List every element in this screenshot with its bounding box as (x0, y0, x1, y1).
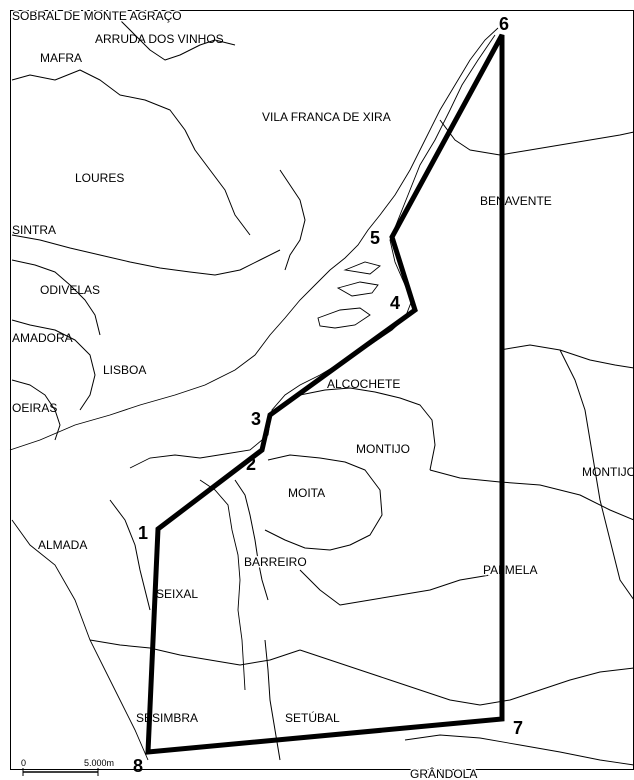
label-vila-franca: VILA FRANCA DE XIRA (262, 110, 391, 124)
border-sintra-odivelas (11, 259, 101, 336)
label-lisboa: LISBOA (103, 363, 146, 377)
scale-label-end: 5.000m (84, 758, 114, 768)
label-alcochete: ALCOCHETE (327, 377, 400, 391)
vertex-label-7: 7 (513, 718, 523, 738)
study-area-polygon (145, 33, 505, 755)
label-seixal: SEIXAL (156, 587, 198, 601)
vertex-label-2: 2 (246, 454, 256, 474)
vertex-label-5: 5 (370, 228, 380, 248)
label-sintra: SINTRA (12, 223, 56, 237)
label-sesimbra: SESIMBRA (136, 711, 198, 725)
label-grandola: GRÂNDOLA (410, 766, 477, 780)
vertex-label-3: 3 (251, 409, 261, 429)
municipal-borders (11, 19, 634, 761)
label-sobral: SOBRAL DE MONTE AGRAÇO (12, 9, 182, 23)
border-loures-south (11, 234, 281, 276)
label-montijo: MONTIJO (356, 442, 410, 456)
border-vfx-benavente (439, 119, 634, 156)
border-arruda (119, 19, 236, 61)
border-palmela-west (299, 569, 491, 606)
border-palmela-setubal (299, 649, 634, 706)
vertex-label-8: 8 (133, 756, 143, 776)
vertex-label-1: 1 (138, 523, 148, 543)
border-amadora-lisboa (11, 319, 96, 411)
border-almada-seixal (109, 499, 151, 611)
scale-label-start: 0 (21, 758, 26, 768)
vertex-label-6: 6 (499, 14, 509, 34)
label-amadora: AMADORA (12, 331, 73, 345)
estuary-north-shore (9, 27, 499, 451)
estuary-island-2 (336, 281, 379, 297)
label-palmela: PALMELA (483, 563, 537, 577)
border-barreiro-seixal (234, 479, 269, 601)
label-montijo-east: MONTIJO (582, 465, 634, 479)
vertex-labels: 1 2 3 4 5 6 7 8 (133, 14, 523, 776)
label-moita: MOITA (288, 486, 325, 500)
border-oeiras (11, 379, 61, 441)
label-benavente: BENAVENTE (480, 194, 552, 208)
border-moita (264, 454, 383, 551)
label-almada: ALMADA (38, 538, 87, 552)
label-setubal: SETÚBAL (285, 710, 340, 725)
border-east-region (559, 349, 634, 601)
label-oeiras: OEIRAS (12, 401, 57, 415)
sado-estuary (404, 734, 634, 766)
label-loures: LOURES (75, 171, 124, 185)
estuary-south-shore (129, 34, 496, 469)
vertex-label-4: 4 (390, 293, 400, 313)
label-barreiro: BARREIRO (244, 555, 307, 569)
scale-bar: 0 5.000m (21, 758, 114, 776)
border-montijo-south (429, 469, 634, 521)
label-odivelas: ODIVELAS (40, 283, 100, 297)
coastline-layer (9, 27, 634, 766)
river-channel-barreiro (199, 479, 246, 691)
label-arruda: ARRUDA DOS VINHOS (95, 32, 224, 46)
label-mafra: MAFRA (40, 51, 82, 65)
border-montijo-east (499, 344, 634, 369)
estuary-island-1 (317, 307, 371, 329)
municipality-labels: SOBRAL DE MONTE AGRAÇO ARRUDA DOS VINHOS… (11, 8, 634, 780)
estuary-island-3 (343, 261, 381, 275)
border-seixal-sesimbra (89, 639, 301, 666)
border-north-woods (279, 169, 306, 271)
border-alcochete-montijo (299, 387, 436, 471)
border-mafra-loures (11, 69, 251, 236)
